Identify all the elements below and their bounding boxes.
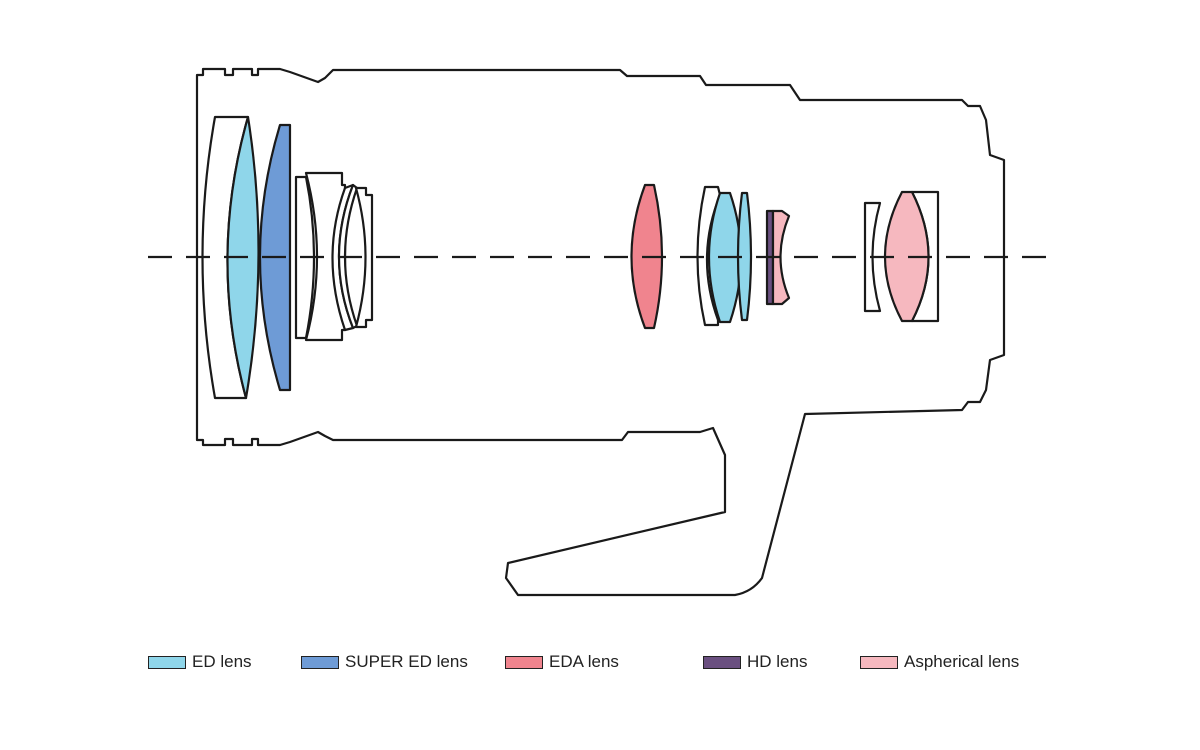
- ed-lens-rear-2: [736, 191, 753, 322]
- legend-swatch: [148, 655, 186, 669]
- legend-swatch: [301, 655, 339, 669]
- legend-item-eda: EDA lens: [505, 652, 619, 672]
- legend-label: ED lens: [192, 652, 252, 671]
- legend-item-ed: ED lens: [148, 652, 252, 672]
- legend-item-hd: HD lens: [703, 652, 807, 672]
- legend-label: EDA lens: [549, 652, 619, 671]
- lens-element: [354, 186, 374, 329]
- legend-swatch: [703, 655, 741, 669]
- legend-swatch: [505, 655, 543, 669]
- legend-item-super-ed: SUPER ED lens: [301, 652, 468, 672]
- aspherical-lens-large: [883, 190, 930, 323]
- legend-label: HD lens: [747, 652, 808, 671]
- legend-item-aspherical: Aspherical lens: [860, 652, 1019, 672]
- legend-label: SUPER ED lens: [345, 652, 468, 671]
- legend-swatch: [860, 655, 898, 669]
- legend-label: Aspherical lens: [904, 652, 1020, 671]
- aspherical-lens-small: [771, 209, 791, 306]
- lens-barrel-outline: [195, 67, 1006, 597]
